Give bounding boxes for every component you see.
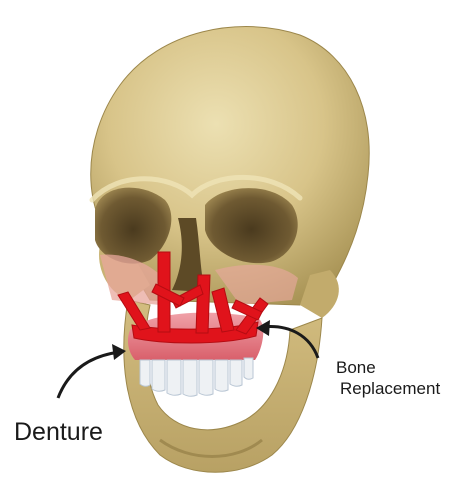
bone-replacement-label-line2: Replacement xyxy=(340,378,440,399)
bone-replacement-label-line1: Bone xyxy=(336,357,440,378)
denture-label: Denture xyxy=(14,418,103,447)
denture-teeth xyxy=(140,358,253,396)
denture-arrow xyxy=(58,352,120,398)
bone-replacement-label: Bone Replacement xyxy=(336,357,440,399)
